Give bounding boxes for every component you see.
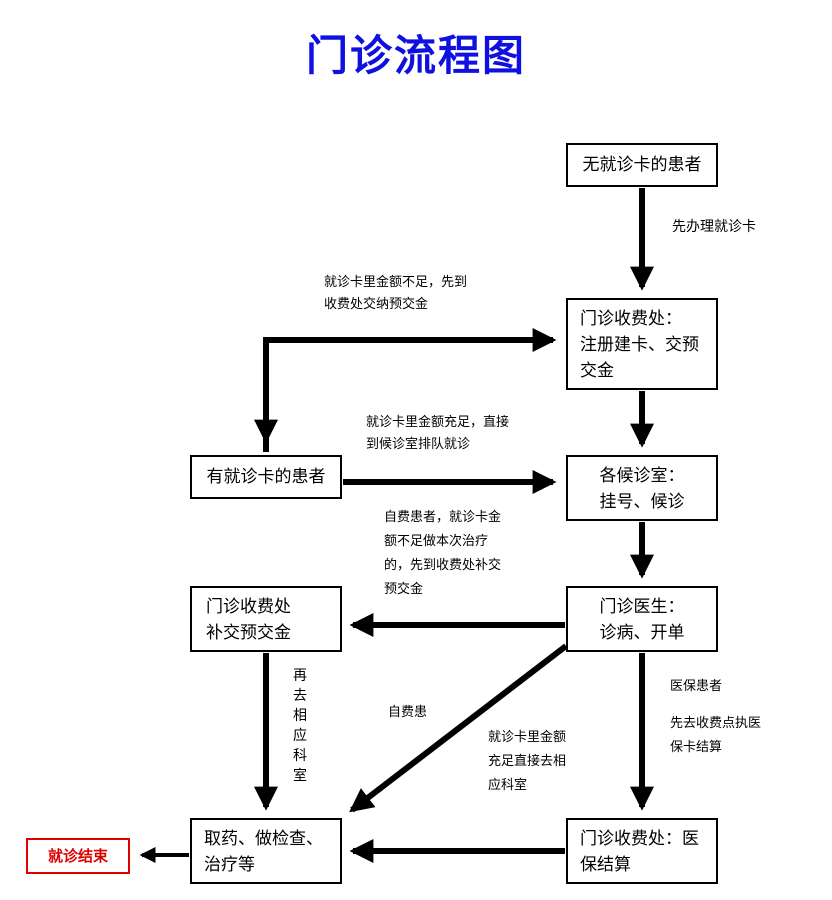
label-insurance-go: 先去收费点执医 保卡结算 [670, 712, 761, 760]
fee-register-line-3: 交金 [580, 361, 614, 381]
doctor-line-1: 门诊医生： [599, 597, 685, 617]
fee-topup-box: 门诊收费处 补交预交金 [190, 586, 342, 652]
arrow-hascard-to-fee [263, 328, 557, 452]
label-self-pay-insufficient-line-3: 的，先到收费处补交 [384, 558, 502, 573]
label-self-pay-insufficient-line-4: 预交金 [384, 582, 424, 597]
label-get-card: 先办理就诊卡 [672, 219, 756, 235]
waiting-room-line-1: 各候诊室： [599, 466, 685, 486]
end-box: 就诊结束 [26, 838, 130, 874]
label-self-pay-insufficient: 自费患者，就诊卡金 额不足做本次治疗 的，先到收费处补交 预交金 [384, 506, 501, 602]
insurance-settle-line-1: 门诊收费处：医 [580, 829, 699, 849]
label-insurance-go-line-1: 先去收费点执医 [670, 716, 762, 731]
label-sufficient-line-1: 就诊卡里金额充足，直接 [366, 415, 510, 430]
waiting-room-line-2: 挂号、候诊 [599, 492, 685, 512]
label-self-pay: 自费患 [388, 705, 428, 720]
fee-topup-line-2: 补交预交金 [206, 623, 291, 643]
no-card-patient-box: 无就诊卡的患者 [566, 143, 718, 187]
label-card-sufficient: 就诊卡里金额 充足直接去相 应科室 [488, 726, 566, 798]
insurance-settle-box: 门诊收费处：医 保结算 [566, 818, 718, 884]
fee-register-line-2: 注册建卡、交预 [580, 335, 699, 355]
doctor-box: 门诊医生： 诊病、开单 [566, 586, 718, 652]
fee-register-line-1: 门诊收费处： [580, 309, 682, 329]
waiting-room-box: 各候诊室： 挂号、候诊 [566, 455, 718, 521]
label-self-pay-insufficient-line-2: 额不足做本次治疗 [384, 534, 489, 549]
label-sufficient-line-2: 到候诊室排队就诊 [366, 437, 471, 452]
label-insurance-patient: 医保患者 [670, 679, 723, 694]
label-insufficient: 就诊卡里金额不足，先到 收费处交纳预交金 [324, 272, 467, 316]
page-title: 门诊流程图 [305, 31, 526, 80]
insurance-settle-line-2: 保结算 [580, 855, 631, 875]
label-card-sufficient-line-3: 应科室 [488, 778, 528, 793]
fee-register-box: 门诊收费处： 注册建卡、交预 交金 [566, 298, 718, 390]
treatment-box: 取药、做检查、 治疗等 [190, 818, 342, 884]
label-insurance-go-line-2: 保卡结算 [670, 740, 723, 755]
label-sufficient: 就诊卡里金额充足，直接 到候诊室排队就诊 [366, 412, 509, 456]
doctor-line-2: 诊病、开单 [599, 623, 685, 643]
has-card-patient-label: 有就诊卡的患者 [206, 467, 326, 487]
fee-topup-line-1: 门诊收费处 [206, 597, 291, 617]
label-self-pay-insufficient-line-1: 自费患者，就诊卡金 [384, 510, 502, 525]
label-insufficient-line-2: 收费处交纳预交金 [324, 297, 429, 312]
label-card-sufficient-line-1: 就诊卡里金额 [488, 730, 567, 745]
label-go-department: 再去相应科室 [293, 668, 307, 784]
arrow-doctor-to-treatment [349, 643, 568, 813]
treatment-line-2: 治疗等 [204, 855, 255, 875]
label-card-sufficient-line-2: 充足直接去相 [488, 754, 567, 769]
label-insufficient-line-1: 就诊卡里金额不足，先到 [324, 275, 468, 290]
has-card-patient-box: 有就诊卡的患者 [190, 455, 342, 499]
no-card-patient-label: 无就诊卡的患者 [582, 155, 702, 175]
treatment-line-1: 取药、做检查、 [204, 829, 323, 849]
